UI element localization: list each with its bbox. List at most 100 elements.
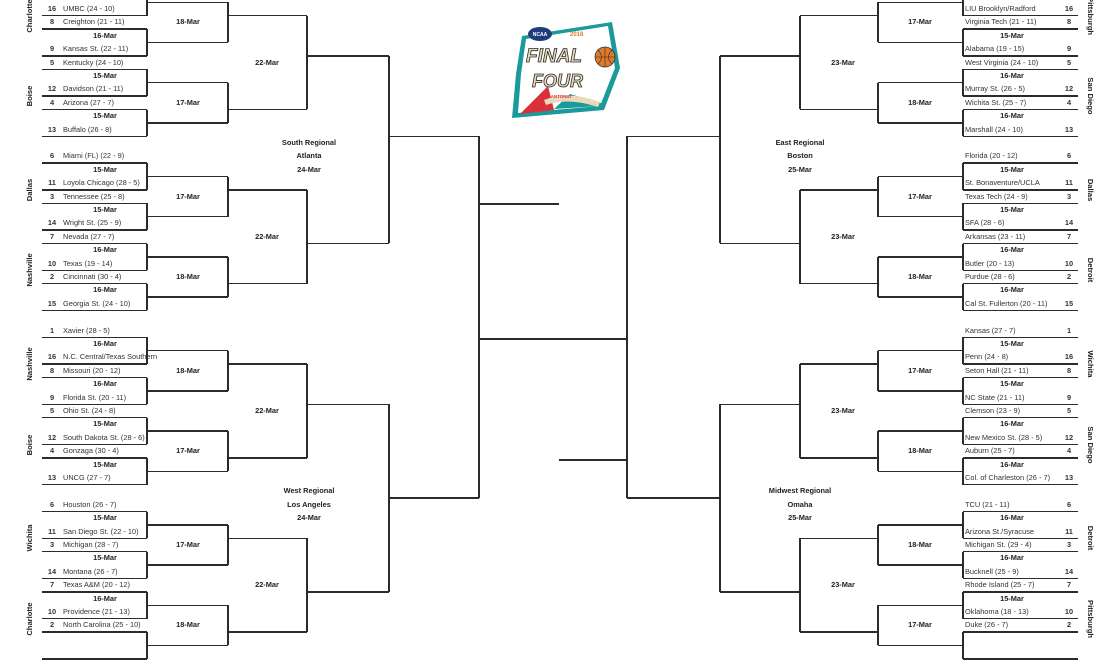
team-seed: 4 xyxy=(49,97,55,107)
winner-line xyxy=(147,175,228,178)
team-name: N.C. Central/Texas Southern xyxy=(63,352,158,362)
team-name: Loyola Chicago (28 - 5) xyxy=(63,178,140,188)
team-name: Missouri (20 - 12) xyxy=(63,365,121,375)
bracket-line xyxy=(962,511,964,539)
bracket-line xyxy=(877,605,879,646)
winner-line xyxy=(147,215,228,218)
team-seed: 13 xyxy=(1064,473,1074,482)
winner-line xyxy=(228,282,307,285)
bracket-line xyxy=(962,377,964,405)
team-name: North Carolina (25 - 10) xyxy=(63,620,141,630)
team-line xyxy=(42,403,147,406)
team-name: SFA (28 - 6) xyxy=(965,218,1005,228)
bracket-line xyxy=(227,2,229,43)
team-name: Seton Hall (21 - 11) xyxy=(965,365,1029,375)
regional-city: Los Angeles xyxy=(287,499,331,509)
first-round-date: 16-Mar xyxy=(1000,419,1024,429)
winner-line xyxy=(147,122,228,124)
team-name: Texas Tech (24 - 9) xyxy=(965,191,1028,201)
winner-line xyxy=(878,175,963,178)
winner-line xyxy=(878,1,963,4)
team-line xyxy=(42,443,147,446)
team-seed: 8 xyxy=(1066,365,1072,375)
first-round-date: 16-Mar xyxy=(1000,71,1024,80)
first-round-date: 16-Mar xyxy=(1000,285,1024,295)
site-label: Boise xyxy=(25,434,34,455)
team-seed: 2 xyxy=(1066,272,1072,281)
first-round-date: 15-Mar xyxy=(93,553,117,563)
team-seed: 12 xyxy=(1064,84,1074,94)
sweet-sixteen-date: 22-Mar xyxy=(255,231,279,241)
team-line xyxy=(42,95,147,97)
team-name: Murray St. (26 - 5) xyxy=(965,84,1025,94)
team-seed: 9 xyxy=(1066,392,1072,402)
team-line xyxy=(963,363,1078,365)
bracket-line xyxy=(227,350,229,391)
second-round-date: 17-Mar xyxy=(908,191,932,201)
team-line xyxy=(963,309,1078,312)
regional-name: South Regional xyxy=(281,138,337,147)
first-round-date: 16-Mar xyxy=(93,339,117,348)
winner-line xyxy=(878,349,963,352)
second-round-date: 17-Mar xyxy=(908,620,932,630)
team-seed: 2 xyxy=(49,272,55,281)
team-line xyxy=(42,617,147,620)
winner-line xyxy=(720,55,800,57)
team-seed: 12 xyxy=(47,84,57,94)
winner-line xyxy=(720,591,800,593)
winner-line xyxy=(228,631,307,633)
team-line xyxy=(963,550,1078,553)
second-round-date: 18-Mar xyxy=(908,540,932,549)
winner-line xyxy=(720,242,800,245)
second-round-date: 18-Mar xyxy=(908,446,932,456)
team-line xyxy=(42,229,147,231)
bracket-line xyxy=(962,69,964,97)
team-line xyxy=(963,28,1078,30)
team-seed: 13 xyxy=(47,124,57,134)
winner-line xyxy=(147,349,228,352)
winner-line xyxy=(147,604,228,607)
first-round-date: 15-Mar xyxy=(1000,593,1024,603)
team-line xyxy=(42,591,147,593)
team-seed: 10 xyxy=(47,258,57,268)
team-line xyxy=(963,242,1078,245)
team-seed: 9 xyxy=(49,44,55,54)
first-round-date: 15-Mar xyxy=(93,111,117,121)
team-name: Marshall (24 - 10) xyxy=(965,124,1023,134)
bracket-line xyxy=(962,417,964,445)
team-name: St. Bonaventure/UCLA xyxy=(965,178,1040,188)
team-line xyxy=(42,510,147,513)
svg-text:2018: 2018 xyxy=(570,32,584,38)
bracket-line xyxy=(962,163,964,190)
team-name: Texas A&M (20 - 12) xyxy=(63,580,130,590)
team-line xyxy=(963,577,1078,580)
regional-date: 25-Mar xyxy=(788,164,812,174)
site-label: Nashville xyxy=(25,347,34,381)
winner-line xyxy=(228,189,307,191)
team-seed: 7 xyxy=(49,580,55,590)
first-round-date: 15-Mar xyxy=(1000,164,1024,174)
winner-line xyxy=(147,81,228,84)
team-name: Auburn (25 - 7) xyxy=(965,446,1015,456)
team-name: Wright St. (25 - 9) xyxy=(63,218,122,228)
first-round-date: 15-Mar xyxy=(93,459,117,469)
winner-line xyxy=(147,296,228,298)
winner-line xyxy=(800,282,878,285)
regional-winner-line xyxy=(389,135,479,138)
team-seed: 4 xyxy=(49,446,55,456)
team-seed: 4 xyxy=(1066,446,1072,456)
team-seed: 6 xyxy=(49,151,55,161)
team-name: Arkansas (23 - 11) xyxy=(965,231,1026,241)
regional-date: 25-Mar xyxy=(788,513,812,523)
team-seed: 11 xyxy=(1065,178,1073,188)
first-round-date: 16-Mar xyxy=(1000,459,1024,469)
site-label: San Diego xyxy=(1086,77,1095,115)
winner-line xyxy=(800,457,878,459)
site-label: Dallas xyxy=(1086,178,1095,202)
first-round-date: 15-Mar xyxy=(93,205,117,214)
team-name: Buffalo (26 - 8) xyxy=(63,124,112,134)
second-round-date: 18-Mar xyxy=(176,17,200,27)
site-label: San Diego xyxy=(1086,425,1095,464)
bracket-line xyxy=(799,538,801,633)
first-round-date: 15-Mar xyxy=(93,164,117,174)
